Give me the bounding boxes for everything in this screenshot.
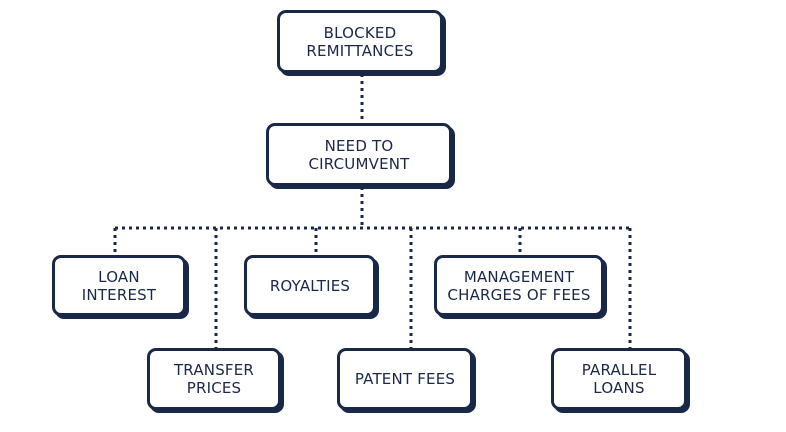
node-transfer-prices-line-1: TRANSFER xyxy=(173,361,255,379)
node-blocked-remittances: BLOCKED REMITTANCES xyxy=(277,10,443,73)
node-transfer-prices-line-2: PRICES xyxy=(186,379,242,397)
node-need-to-circumvent: NEED TO CIRCUMVENT xyxy=(266,123,452,186)
node-patent-fees: PATENT FEES xyxy=(337,348,473,410)
node-blocked-remittances-line-2: REMITTANCES xyxy=(306,41,414,60)
node-royalties: ROYALTIES xyxy=(244,255,376,316)
node-loan-interest: LOAN INTEREST xyxy=(52,255,186,316)
node-management-charges-line-2: CHARGES OF FEES xyxy=(447,285,591,304)
node-parallel-loans-line-1: PARALLEL xyxy=(581,361,657,379)
node-management-charges-line-1: MANAGEMENT xyxy=(463,267,575,286)
node-patent-fees-label: PATENT FEES xyxy=(354,370,456,388)
node-royalties-label: ROYALTIES xyxy=(269,276,351,295)
node-parallel-loans-line-2: LOANS xyxy=(593,379,645,397)
node-transfer-prices: TRANSFER PRICES xyxy=(147,348,281,410)
node-loan-interest-label: LOAN INTEREST xyxy=(81,267,157,304)
node-management-charges: MANAGEMENT CHARGES OF FEES xyxy=(434,255,604,316)
node-need-to-circumvent-label: NEED TO CIRCUMVENT xyxy=(308,136,410,173)
node-parallel-loans: PARALLEL LOANS xyxy=(551,348,687,410)
node-blocked-remittances-line-1: BLOCKED xyxy=(323,23,397,42)
